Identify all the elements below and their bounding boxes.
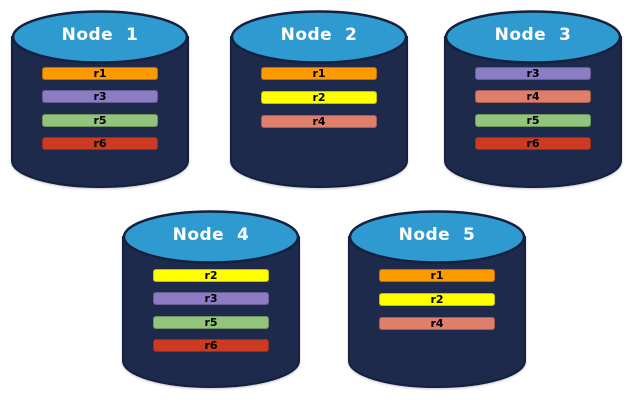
replica-bar-r4: r4 — [261, 115, 377, 128]
replica-bar-r3: r3 — [475, 67, 591, 80]
replica-bar-r3: r3 — [153, 292, 269, 305]
replica-bar-r3: r3 — [42, 90, 158, 103]
replica-label: r5 — [204, 316, 218, 329]
replica-bar-r4: r4 — [475, 90, 591, 103]
replica-label: r2 — [430, 293, 444, 306]
node-3: Node 3 r3 r4 r5 r6 — [443, 9, 623, 190]
replica-label: r6 — [204, 339, 218, 352]
node-title: Node 3 — [494, 25, 572, 45]
replica-label: r4 — [430, 317, 444, 330]
replica-bar-r4: r4 — [379, 317, 495, 330]
node-2: Node 2 r1 r2 r4 — [229, 9, 409, 190]
replica-label: r2 — [312, 91, 326, 104]
replica-label: r6 — [93, 137, 107, 150]
replica-label: r3 — [93, 90, 107, 103]
node-title: Node 1 — [61, 25, 139, 45]
replica-label: r5 — [526, 114, 540, 127]
replica-label: r1 — [430, 269, 444, 282]
cylinder-top — [444, 10, 622, 64]
cylinder-top — [230, 10, 408, 64]
replica-bar-r5: r5 — [42, 114, 158, 127]
replica-label: r2 — [204, 269, 218, 282]
replica-bar-r1: r1 — [379, 269, 495, 282]
replica-label: r4 — [312, 115, 326, 128]
replica-label: r5 — [93, 114, 107, 127]
replica-bar-r1: r1 — [42, 67, 158, 80]
replica-bar-r5: r5 — [153, 316, 269, 329]
replica-bar-r2: r2 — [261, 91, 377, 104]
replica-label: r3 — [204, 292, 218, 305]
replica-label: r3 — [526, 67, 540, 80]
node-title: Node 2 — [280, 25, 358, 45]
node-title: Node 4 — [172, 225, 250, 245]
node-1: Node 1 r1 r3 r5 r6 — [10, 9, 190, 190]
replica-label: r4 — [526, 90, 540, 103]
replica-bar-r2: r2 — [379, 293, 495, 306]
replica-bar-r6: r6 — [153, 339, 269, 352]
replica-label: r6 — [526, 137, 540, 150]
node-title: Node 5 — [398, 225, 476, 245]
node-5: Node 5 r1 r2 r4 — [347, 209, 527, 390]
replica-label: r1 — [312, 67, 326, 80]
replica-bar-r2: r2 — [153, 269, 269, 282]
replica-label: r1 — [93, 67, 107, 80]
replica-bar-r1: r1 — [261, 67, 377, 80]
replica-bar-r6: r6 — [42, 137, 158, 150]
replica-bar-r5: r5 — [475, 114, 591, 127]
replica-bar-r6: r6 — [475, 137, 591, 150]
cylinder-top — [11, 10, 189, 64]
cylinder-top — [122, 210, 300, 264]
cylinder-top — [348, 210, 526, 264]
node-4: Node 4 r2 r3 r5 r6 — [121, 209, 301, 390]
